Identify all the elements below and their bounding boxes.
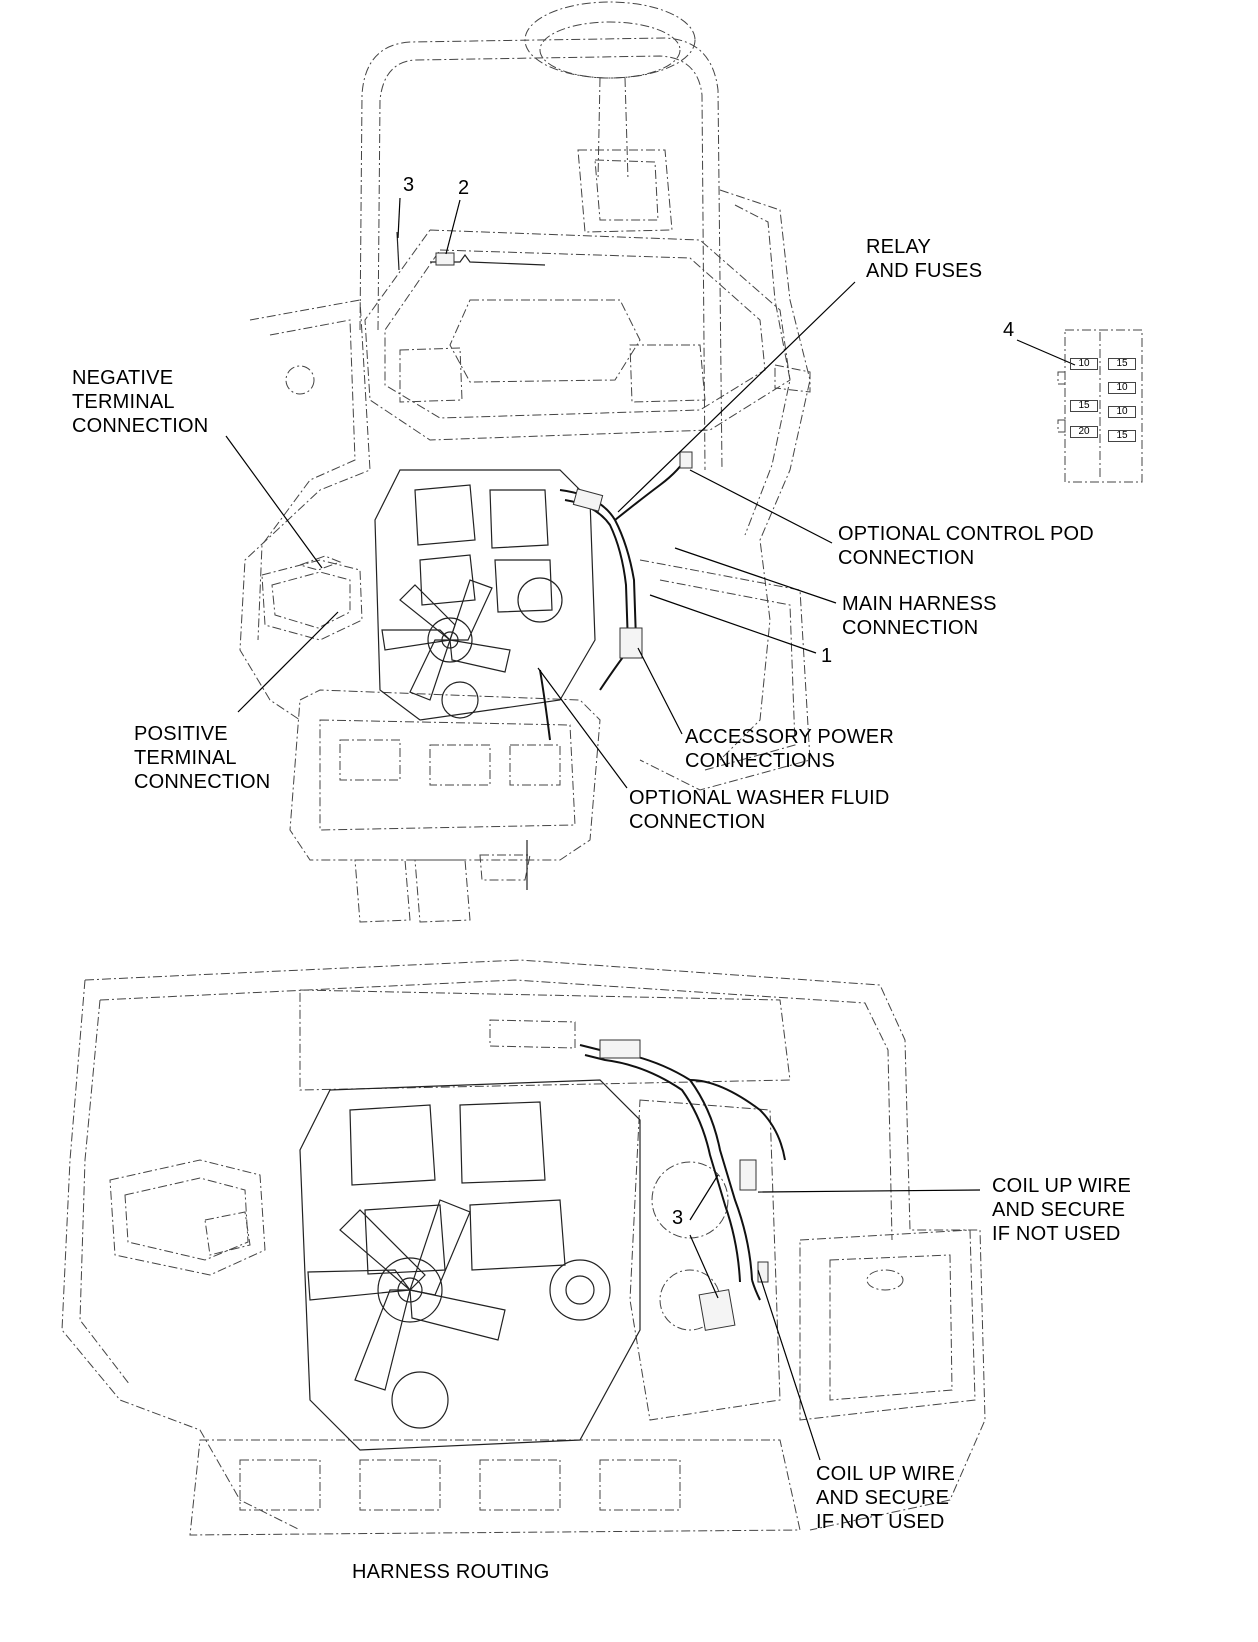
fuse-right-2: 10	[1108, 382, 1136, 394]
top-cooling-fan	[381, 579, 511, 701]
fuse-left-column: 10 15 20	[1070, 358, 1098, 438]
fuse-left-2: 15	[1070, 400, 1098, 412]
callout-item-2: 2	[458, 177, 470, 199]
main-harness-label: MAIN HARNESS CONNECTION	[842, 593, 997, 639]
leader-lines	[225, 197, 1076, 1461]
fuse-left-1: 10	[1070, 358, 1098, 370]
fuse-right-4: 15	[1108, 430, 1136, 442]
harness-routing-caption: HARNESS ROUTING	[352, 1561, 550, 1583]
optional-control-pod-label: OPTIONAL CONTROL POD CONNECTION	[838, 523, 1094, 569]
positive-terminal-label: POSITIVE TERMINAL CONNECTION	[134, 723, 271, 793]
fuse-block	[1057, 329, 1143, 483]
fuse-right-1: 15	[1108, 358, 1136, 370]
callout-item-3-bottom: 3	[672, 1207, 684, 1229]
callout-item-4: 4	[1003, 319, 1015, 341]
optional-washer-fluid-label: OPTIONAL WASHER FLUID CONNECTION	[629, 787, 890, 833]
top-engine	[374, 469, 596, 721]
coil-up-wire-bottom-label: COIL UP WIRE AND SECURE IF NOT USED	[816, 1463, 956, 1533]
bottom-machine-outline	[61, 959, 986, 1536]
callout-item-3-top: 3	[403, 174, 415, 196]
accessory-power-label: ACCESSORY POWER CONNECTIONS	[685, 726, 894, 772]
bottom-engine	[299, 1079, 641, 1451]
coil-up-wire-right-label: COIL UP WIRE AND SECURE IF NOT USED	[992, 1175, 1132, 1245]
callout-item-1: 1	[821, 645, 833, 667]
relay-and-fuses-label: RELAY AND FUSES	[866, 236, 983, 282]
top-wiring-harness	[396, 231, 693, 741]
top-machine-outline	[239, 1, 811, 923]
bottom-cooling-fan	[307, 1199, 506, 1391]
negative-terminal-label: NEGATIVE TERMINAL CONNECTION	[72, 367, 209, 437]
bottom-wiring-harness	[579, 1039, 786, 1331]
fuse-right-3: 10	[1108, 406, 1136, 418]
fuse-left-3: 20	[1070, 426, 1098, 438]
fuse-right-column: 15 10 10 15	[1108, 358, 1136, 442]
